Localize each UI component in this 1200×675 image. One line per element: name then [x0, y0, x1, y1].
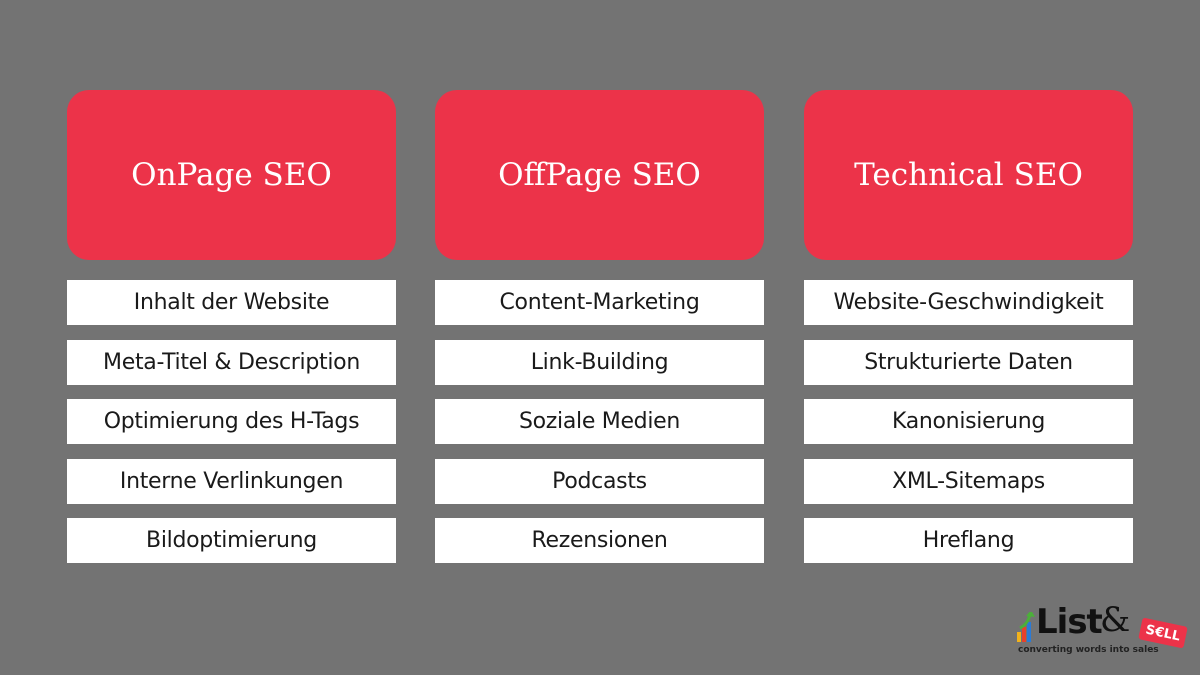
list-item: Optimierung des H-Tags: [67, 399, 396, 444]
list-item: XML-Sitemaps: [804, 459, 1133, 504]
logo-ampersand: &: [1100, 600, 1131, 640]
list-item: Content-Marketing: [435, 280, 764, 325]
list-item: Rezensionen: [435, 518, 764, 563]
column-offpage-seo: OffPage SEO Content-Marketing Link-Build…: [435, 90, 764, 563]
column-header: OnPage SEO: [67, 90, 396, 260]
column-header: Technical SEO: [804, 90, 1133, 260]
list-item: Meta-Titel & Description: [67, 340, 396, 385]
growth-chart-icon: [1017, 612, 1035, 642]
list-item: Link-Building: [435, 340, 764, 385]
column-technical-seo: Technical SEO Website-Geschwindigkeit St…: [804, 90, 1133, 563]
column-header: OffPage SEO: [435, 90, 764, 260]
logo-name: List: [1036, 602, 1103, 642]
list-item: Hreflang: [804, 518, 1133, 563]
column-onpage-seo: OnPage SEO Inhalt der Website Meta-Titel…: [67, 90, 396, 563]
list-item: Strukturierte Daten: [804, 340, 1133, 385]
brand-logo: List & S€LL converting words into sales: [1012, 598, 1192, 668]
list-item: Podcasts: [435, 459, 764, 504]
list-item: Interne Verlinkungen: [67, 459, 396, 504]
logo-slogan: converting words into sales: [1018, 645, 1159, 655]
price-tag-icon: S€LL: [1138, 617, 1188, 649]
list-item: Inhalt der Website: [67, 280, 396, 325]
list-item: Website-Geschwindigkeit: [804, 280, 1133, 325]
list-item: Bildoptimierung: [67, 518, 396, 563]
list-item: Kanonisierung: [804, 399, 1133, 444]
list-item: Soziale Medien: [435, 399, 764, 444]
